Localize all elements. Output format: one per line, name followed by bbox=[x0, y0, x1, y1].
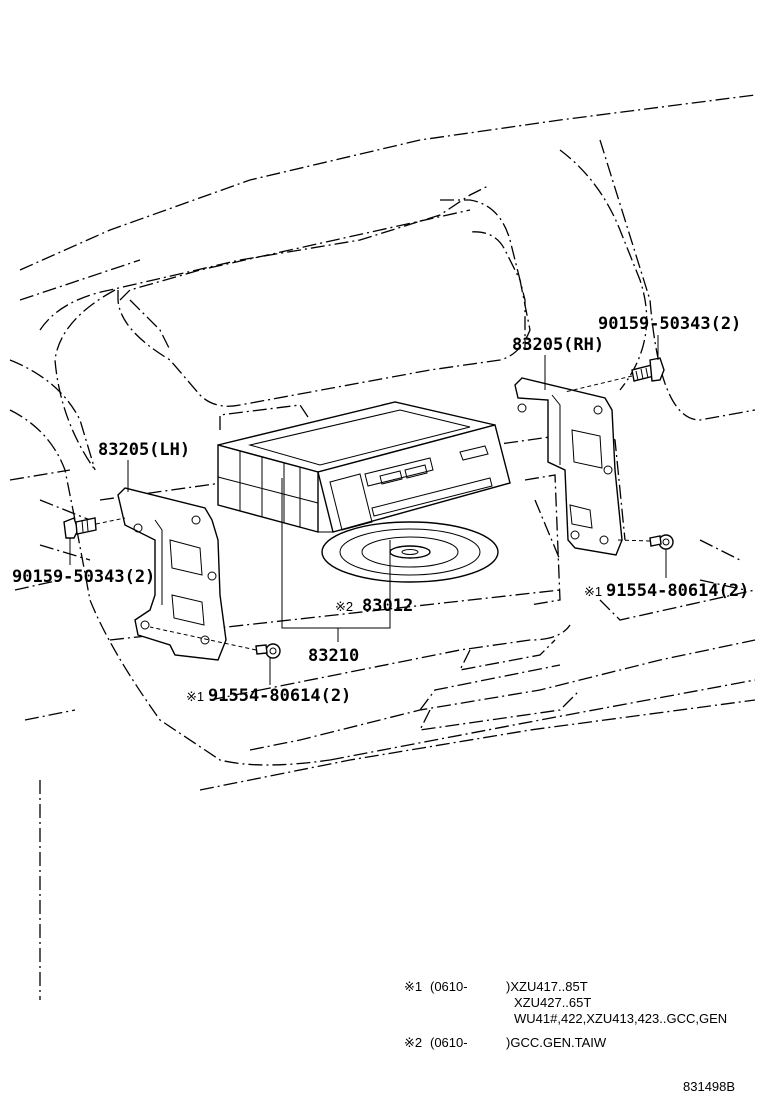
note2-range: (0610- bbox=[430, 1035, 468, 1050]
note1-range: (0610- bbox=[430, 979, 468, 994]
label-bracket-rh: 83205(RH) bbox=[512, 335, 604, 355]
mark-disc: ※2 bbox=[335, 599, 353, 614]
bolt-lh-90159 bbox=[63, 517, 126, 539]
label-screw-rh: 91554-80614(2) bbox=[606, 581, 749, 601]
label-disc: 83012 bbox=[362, 596, 413, 616]
label-player: 83210 bbox=[308, 646, 359, 666]
player-83210 bbox=[217, 401, 511, 533]
mark-screw-rh: ※1 bbox=[584, 584, 602, 599]
note1-line2: XZU427..65T bbox=[514, 995, 591, 1010]
dashboard-outline bbox=[9, 94, 756, 1000]
note2-mark: ※2 bbox=[404, 1035, 422, 1050]
label-screw-lh: 91554-80614(2) bbox=[208, 686, 351, 706]
label-bolt-rh: 90159-50343(2) bbox=[598, 314, 741, 334]
bracket-rh bbox=[514, 377, 623, 556]
bolt-rh-90159 bbox=[564, 357, 665, 393]
diagram-id: 831498B bbox=[683, 1079, 735, 1094]
screw-lh-91554 bbox=[149, 626, 281, 659]
note1-line3: WU41#,422,XZU413,423..GCC,GEN bbox=[514, 1011, 727, 1026]
mark-screw-lh: ※1 bbox=[186, 689, 204, 704]
label-bolt-lh: 90159-50343(2) bbox=[12, 567, 155, 587]
note2-line1: )GCC.GEN.TAIW bbox=[506, 1035, 607, 1050]
bracket-lh bbox=[117, 487, 227, 661]
label-bracket-lh: 83205(LH) bbox=[98, 440, 190, 460]
note1-mark: ※1 bbox=[404, 979, 422, 994]
leader-lines bbox=[69, 335, 667, 685]
note1-line1: )XZU417..85T bbox=[506, 979, 588, 994]
disc-83012 bbox=[321, 521, 499, 583]
footnotes: ※1 (0610- )XZU417..85T XZU427..65T WU41#… bbox=[404, 979, 727, 1050]
screw-rh-91554 bbox=[617, 534, 674, 550]
